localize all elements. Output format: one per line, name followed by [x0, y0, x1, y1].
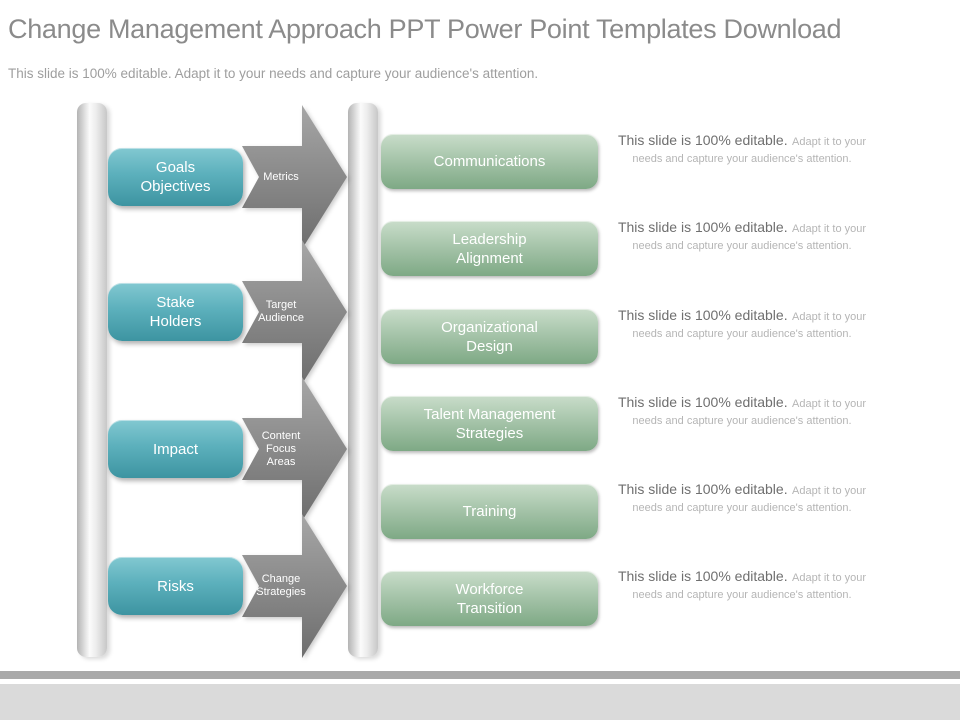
stage-box-stake-holders: Stake Holders — [108, 283, 243, 341]
left-pillar — [77, 103, 107, 657]
description-light-text: Adapt it to your needs and capture your … — [632, 398, 867, 427]
description-block: This slide is 100% editable. Adapt it to… — [610, 395, 874, 429]
stage-box-impact: Impact — [108, 420, 243, 478]
description-bold-text: This slide is 100% editable. — [617, 132, 788, 148]
description-bold-text: This slide is 100% editable. — [617, 568, 788, 584]
arrow-label-target-audience: Target Audience — [258, 299, 304, 324]
outcome-box-training: Training — [381, 484, 598, 539]
description-bold-text: This slide is 100% editable. — [617, 394, 788, 410]
outcome-box-workforce-transition: Workforce Transition — [381, 571, 598, 626]
description-block: This slide is 100% editable. Adapt it to… — [610, 308, 874, 342]
description-block: This slide is 100% editable. Adapt it to… — [610, 569, 874, 603]
description-light-text: Adapt it to your needs and capture your … — [632, 223, 867, 252]
bottom-accent-bar — [0, 671, 960, 679]
right-pillar — [348, 103, 378, 657]
outcome-box-communications: Communications — [381, 134, 598, 189]
outcome-box-talent-management-strategies: Talent Management Strategies — [381, 396, 598, 451]
page-subtitle: This slide is 100% editable. Adapt it to… — [8, 66, 539, 81]
description-light-text: Adapt it to your needs and capture your … — [632, 311, 867, 340]
description-light-text: Adapt it to your needs and capture your … — [632, 136, 867, 165]
outcome-box-organizational-design: Organizational Design — [381, 309, 598, 364]
arrow-label-metrics: Metrics — [263, 170, 299, 183]
description-bold-text: This slide is 100% editable. — [617, 481, 788, 497]
arrow-label-content-focus-areas: Content Focus Areas — [261, 429, 301, 468]
right-arrow-shape — [242, 240, 347, 384]
arrow-label-change-strategies: Change Strategies — [256, 573, 306, 598]
page-title: Change Management Approach PPT Power Poi… — [8, 14, 842, 44]
description-block: This slide is 100% editable. Adapt it to… — [610, 133, 874, 167]
stage-box-goals-objectives: Goals Objectives — [108, 148, 243, 206]
description-block: This slide is 100% editable. Adapt it to… — [610, 482, 874, 516]
outcome-box-leadership-alignment: Leadership Alignment — [381, 221, 598, 276]
description-bold-text: This slide is 100% editable. — [617, 219, 788, 235]
right-arrow-shape — [242, 377, 347, 521]
description-block: This slide is 100% editable. Adapt it to… — [610, 220, 874, 254]
description-light-text: Adapt it to your needs and capture your … — [632, 485, 867, 514]
description-light-text: Adapt it to your needs and capture your … — [632, 572, 867, 601]
stage-box-risks: Risks — [108, 557, 243, 615]
description-bold-text: This slide is 100% editable. — [617, 307, 788, 323]
footer-bar — [0, 684, 960, 720]
right-arrow-shape — [242, 514, 347, 658]
right-arrow-shape — [242, 105, 347, 249]
